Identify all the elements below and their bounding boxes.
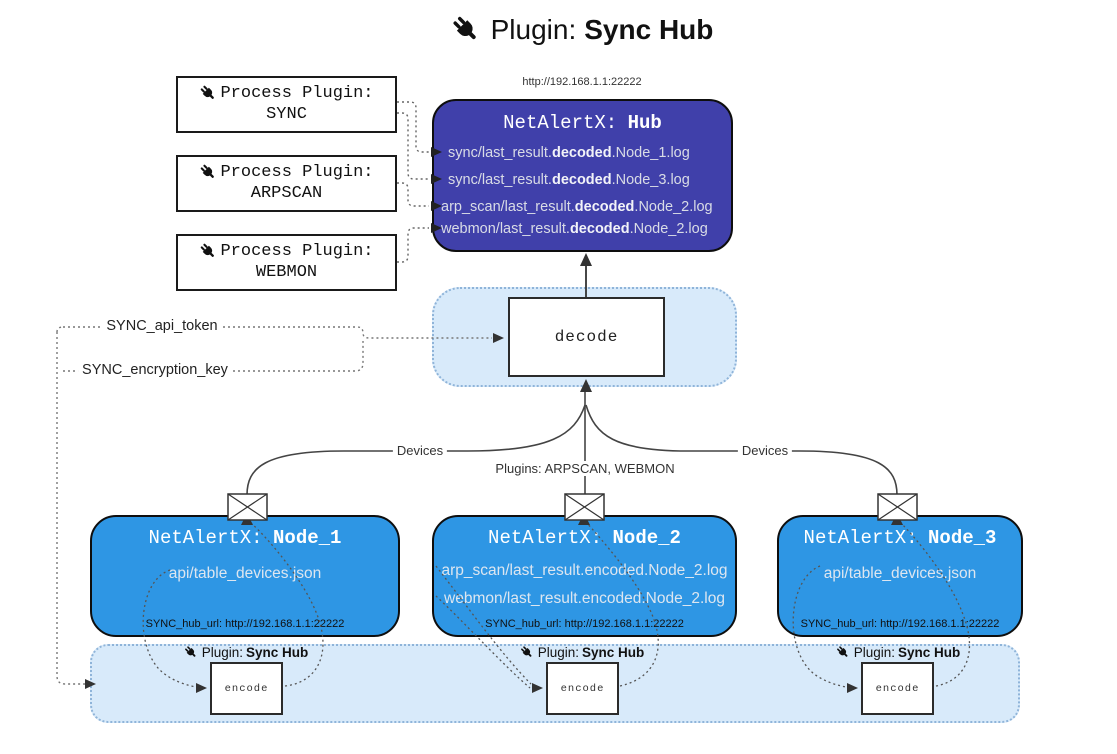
hub-box: NetAlertX:Hub sync/last_result.decoded.N… — [432, 99, 733, 252]
hub-title-prefix: NetAlertX: — [503, 112, 618, 134]
log-pre: arp_scan/last_result. — [441, 199, 575, 215]
log-bold: decoded — [551, 145, 612, 161]
node-hub-url: SYNC_hub_url: http://192.168.1.1:22222 — [485, 618, 684, 630]
node-2-box: NetAlertX: Node_2 arp_scan/last_result.en… — [432, 515, 737, 637]
decode-box: decode — [508, 297, 665, 377]
node-1-box: NetAlertX:Node_1 api/table_devices.json … — [90, 515, 400, 637]
log-post: .Node_1.log — [611, 145, 690, 161]
page-title-prefix: Plugin: — [490, 14, 577, 45]
process-plugin-label: Process Plugin: — [220, 163, 374, 182]
encode-box: encode — [210, 662, 283, 715]
sync-encryption-key-label: SYNC_encryption_key — [78, 362, 232, 378]
encode-plugin-prefix: Plugin: — [537, 645, 580, 660]
plug-icon — [184, 645, 199, 660]
plug-icon — [451, 14, 483, 46]
node-3-box: NetAlertX:Node_3 api/table_devices.json … — [777, 515, 1023, 637]
process-plugin-name: WEBMON — [255, 263, 318, 282]
encode-plugin-label: Plugin: Sync Hub — [184, 645, 309, 660]
log-pre: sync/last_result. — [448, 145, 552, 161]
node-file: api/table_devices.json — [823, 565, 977, 582]
node-title-name: Node_3 — [928, 527, 997, 549]
devices-right-label: Devices — [737, 443, 793, 458]
node-title-name: Node_1 — [273, 527, 342, 549]
encode-box: encode — [546, 662, 619, 715]
process-plugin-label-row: Process Plugin: — [178, 84, 395, 103]
process-plugin-name: ARPSCAN — [250, 184, 323, 203]
plug-icon — [199, 163, 218, 182]
node-title: NetAlertX: Node_2 — [434, 517, 735, 549]
log-bold: decoded — [574, 199, 635, 215]
page-title-name: Sync Hub — [584, 14, 714, 45]
sync-api-token-label: SYNC_api_token — [102, 318, 222, 334]
page-title: Plugin: Sync Hub — [451, 14, 714, 46]
node-title-name: Node_2 — [612, 527, 681, 549]
plugin-to-hub-edges — [397, 101, 429, 263]
node-file: webmon/last_result.encoded.Node_2.log — [444, 590, 725, 607]
log-bold: decoded — [551, 172, 612, 188]
node-file: api/table_devices.json — [168, 565, 322, 582]
process-plugin-label-row: Process Plugin: — [178, 242, 395, 261]
process-plugin-label: Process Plugin: — [220, 242, 374, 261]
node-title-prefix: NetAlertX: — [488, 527, 603, 549]
node-title-prefix: NetAlertX: — [148, 527, 263, 549]
plug-icon — [199, 84, 218, 103]
encode-plugin-label: Plugin: Sync Hub — [836, 645, 961, 660]
process-plugin-box-arpscan: Process Plugin: ARPSCAN — [176, 155, 397, 212]
log-post: .Node_2.log — [629, 221, 708, 237]
node-title-prefix: NetAlertX: — [803, 527, 918, 549]
encode-plugin-prefix: Plugin: — [201, 645, 244, 660]
log-post: .Node_2.log — [634, 199, 713, 215]
node-hub-url: SYNC_hub_url: http://192.168.1.1:22222 — [800, 618, 1000, 630]
log-pre: webmon/last_result. — [441, 221, 570, 237]
plug-icon — [199, 242, 218, 261]
encode-plugin-label: Plugin: Sync Hub — [520, 645, 645, 660]
hub-title: NetAlertX: Hub — [434, 101, 731, 134]
node-title: NetAlertX: Node_1 — [92, 517, 398, 549]
process-plugin-label: Process Plugin: — [220, 84, 374, 103]
process-plugin-box-webmon: Process Plugin: WEBMON — [176, 234, 397, 291]
process-plugin-box-sync: Process Plugin: SYNC — [176, 76, 397, 133]
encode-plugin-name: Sync Hub — [246, 645, 309, 660]
hub-log-line: sync/last_result.decoded.Node_1.log — [448, 145, 690, 161]
hub-title-name: Hub — [627, 112, 662, 134]
encode-plugin-prefix: Plugin: — [853, 645, 896, 660]
node-file: arp_scan/last_result.encoded.Node_2.log — [441, 562, 728, 579]
log-pre: sync/last_result. — [448, 172, 552, 188]
node-title: NetAlertX: Node_3 — [779, 517, 1021, 549]
hub-log-line: arp_scan/last_result.decoded.Node_2.log — [441, 199, 713, 215]
process-plugin-label-row: Process Plugin: — [178, 163, 395, 182]
log-post: .Node_3.log — [611, 172, 690, 188]
hub-log-line: sync/last_result.decoded.Node_3.log — [448, 172, 690, 188]
plug-icon — [836, 645, 851, 660]
encode-plugin-name: Sync Hub — [898, 645, 961, 660]
hub-url-label: http://192.168.1.1:22222 — [522, 76, 642, 88]
process-plugin-name: SYNC — [266, 105, 307, 124]
node-hub-url: SYNC_hub_url: http://192.168.1.1:22222 — [145, 618, 345, 630]
devices-left-label: Devices — [392, 443, 448, 458]
encode-plugin-name: Sync Hub — [582, 645, 645, 660]
encode-box: encode — [861, 662, 934, 715]
plug-icon — [520, 645, 535, 660]
log-bold: decoded — [569, 221, 630, 237]
hub-log-line: webmon/last_result.decoded.Node_2.log — [441, 221, 708, 237]
devices-edges — [246, 384, 898, 496]
plugins-arpscan-webmon-label: Plugins: ARPSCAN, WEBMON — [491, 461, 679, 476]
